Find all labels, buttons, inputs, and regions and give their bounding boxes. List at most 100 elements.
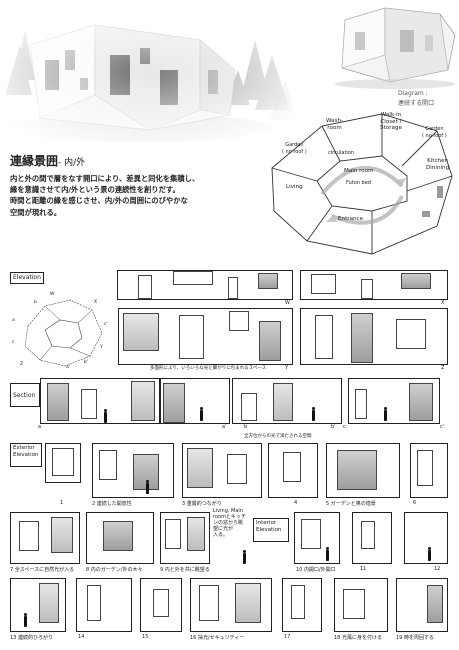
int-19 [396, 578, 448, 632]
key-letter-a2: a' [66, 365, 70, 370]
interior-label: Interior Elevation [253, 518, 289, 542]
room-entrance: Entrance [338, 216, 364, 222]
row3-caption-17: 17 [284, 634, 291, 640]
room-garden-left: Garden ( no roof ) [282, 142, 307, 155]
section-letter-a: a [38, 424, 42, 430]
elevation-letter-y: Y [285, 365, 289, 371]
ext-caption-1: 1 [60, 500, 64, 506]
int-13 [10, 578, 66, 632]
section-letter-b2: b' [331, 424, 336, 430]
ext-4 [268, 443, 318, 498]
row3-caption-14: 14 [78, 634, 85, 640]
section-b-main [232, 378, 342, 424]
elevation-letter-x: X [441, 300, 445, 306]
diagram-caption-1: Diagram : [398, 90, 428, 97]
section-letter-a2: a' [222, 424, 227, 430]
section-caption: 全方位からの光で満たされる空間 [244, 434, 312, 439]
section-letter-c2: c' [440, 424, 445, 430]
int-14 [76, 578, 132, 632]
elevation-letter-w: W [285, 300, 290, 306]
room-wash: Wash- room [326, 118, 344, 131]
section-letter-c: c [343, 424, 346, 430]
elevation-y [118, 308, 293, 365]
page-title: 連縁景囲- 内/外 [10, 152, 85, 169]
ext-6 [410, 443, 448, 498]
room-garden-right: Garden ( no roof ) [422, 126, 447, 139]
key-letter-b: b [34, 300, 37, 305]
ext-caption-5: 5 ガーデンと奥の借景 [326, 501, 376, 507]
room-living: Living [286, 184, 303, 190]
int-12 [404, 512, 448, 564]
ext-caption-4: 4 [294, 500, 298, 506]
ext-caption-3: 3 重層的つながり [182, 501, 222, 507]
elevation-z [300, 308, 448, 365]
row3-caption-13: 13 連続的ひろがり [10, 635, 53, 641]
description-line-4: 空間が現れる。 [10, 207, 62, 217]
plan-diagram-svg [271, 113, 453, 255]
section-label: Section [10, 383, 40, 407]
room-futon: Futon bed [346, 180, 371, 186]
row2-caption-8: 8 内のガーデン/外の木々 [86, 567, 143, 573]
diagram-caption-2: 連続する開口 [398, 100, 435, 107]
elevation-letter-z: Z [441, 365, 445, 371]
row2-caption-7: 7 全スペースに自然光が入る [10, 567, 75, 573]
ext-5 [326, 443, 400, 498]
row3-caption-19: 19 時を周回する [396, 635, 434, 641]
exterior-render [0, 0, 300, 145]
row3-caption-16: 16 採光/セキュリティー [190, 635, 245, 641]
key-letter-w: W [50, 292, 55, 297]
diagram-3d-render [330, 0, 459, 90]
int-8 [86, 512, 154, 564]
elevation-label: Elevation [10, 272, 44, 284]
elevation-w [117, 270, 293, 300]
plan-diagram: Wash- room Walk-in Closet / Storage Gard… [262, 106, 459, 261]
row3-caption-18: 18 光風に身を付ける [334, 635, 382, 641]
ext-3 [182, 443, 262, 498]
exterior-label: Exterior Elevation [10, 443, 42, 467]
section-c [348, 378, 440, 424]
key-letter-c: c [12, 340, 15, 345]
row2-caption-9: 9 内と外を共に眺望る [160, 567, 210, 573]
row2-caption-10: 10 内開口/外開口 [296, 567, 336, 573]
key-letter-a: a [12, 318, 15, 323]
key-letter-x: X [94, 300, 98, 305]
ext-2 [92, 443, 174, 498]
int-9 [160, 512, 210, 564]
room-main: Main room [344, 168, 374, 174]
int-17 [282, 578, 322, 632]
room-walkin: Walk-in Closet / Storage [380, 112, 402, 131]
int-11 [352, 512, 392, 564]
ext-caption-2: 2 連続した開放性 [92, 501, 132, 507]
diagram-3d-svg [335, 7, 456, 89]
int-7 [10, 512, 80, 564]
description-line-1: 内と外の間で層をなす開口により、差異と同化を集積し、 [10, 174, 200, 183]
description: 内と外の間で層をなす開口により、差異と同化を集積し、 縁を意識させて内/外という… [10, 173, 280, 218]
building-render-svg [0, 0, 300, 145]
int-18 [334, 578, 388, 632]
row2-caption-12: 12 [434, 566, 441, 572]
interior-note: Living, Main roomとキッチ ンの窓から眺 望に光が 入る。 [213, 508, 246, 538]
elevation-caption: 多面形により、いろいろな光と繋がりに包まれるスペース [150, 366, 267, 371]
key-letter-b2: b' [84, 360, 89, 365]
note-figure [242, 550, 246, 564]
row2-caption-11: 11 [360, 566, 367, 572]
title-sub: - 内/外 [58, 158, 86, 168]
row3-caption-15: 15 [142, 634, 149, 640]
elevation-x [300, 270, 448, 300]
key-letter-c2: c' [104, 322, 108, 327]
int-16 [190, 578, 272, 632]
section-a [40, 378, 160, 424]
int-15 [140, 578, 182, 632]
elevation-plan-key-svg [24, 299, 103, 367]
key-letter-z: Z [20, 362, 24, 367]
ext-caption-6: 6 [413, 500, 417, 506]
key-letter-y: Y [100, 345, 103, 350]
ext-1 [45, 443, 81, 483]
description-line-3: 時間と距離の縁を感じさせ、内/外の周囲にのびやかな [10, 196, 188, 206]
room-kitchen: Kitchen Dinining [426, 158, 450, 171]
elevation-plan-key [10, 288, 118, 378]
room-circulation: circulation [328, 150, 355, 156]
title-main: 連縁景囲 [10, 154, 59, 168]
description-line-2: 縁を意識させて内/外という景の連続性を創りだす。 [10, 185, 180, 195]
int-10 [294, 512, 340, 564]
